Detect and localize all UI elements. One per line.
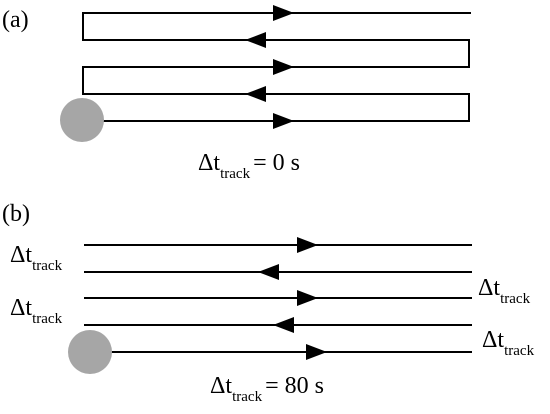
panel-b-arrow-right-2 xyxy=(297,290,318,306)
panel-b-arrow-right-1 xyxy=(297,237,318,253)
panel-b-side-label-left-1: Δttrack xyxy=(10,242,63,274)
panel-a: (a) Δttrack= 0 s xyxy=(2,5,471,182)
panel-b-label: (b) xyxy=(2,201,30,227)
panel-a-arrow-right-1 xyxy=(273,5,294,21)
panel-b-start-marker xyxy=(68,330,112,374)
panel-b: (b) Δttrack Δttrack Δttrack xyxy=(2,201,535,405)
panel-b-caption: Δttrack= 80 s xyxy=(210,373,324,405)
panel-a-start-marker xyxy=(60,98,104,142)
panel-b-side-label-left-2: Δttrack xyxy=(10,295,63,327)
panel-b-arrow-left-2 xyxy=(273,317,294,333)
panel-a-arrow-left-1 xyxy=(245,32,266,48)
panel-a-arrow-right-2 xyxy=(273,59,294,75)
panel-b-side-label-right-2: Δttrack xyxy=(482,327,535,359)
panel-a-arrow-left-2 xyxy=(245,86,266,102)
panel-a-arrow-right-3 xyxy=(273,113,294,129)
panel-b-arrow-left-1 xyxy=(258,264,279,280)
panel-a-caption: Δttrack= 0 s xyxy=(198,150,300,182)
panel-a-label: (a) xyxy=(2,7,29,33)
panel-b-arrow-right-3 xyxy=(306,344,327,360)
panel-b-side-label-right-1: Δttrack xyxy=(478,275,531,307)
